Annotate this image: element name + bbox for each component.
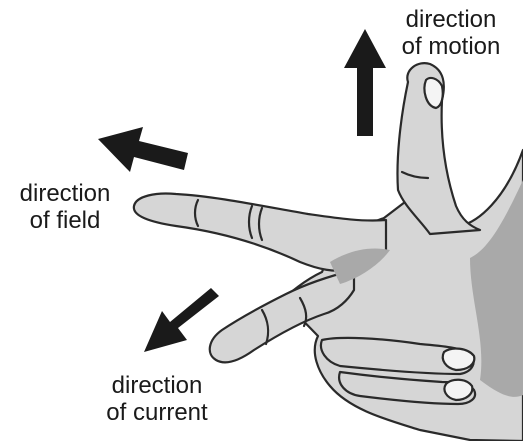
- current-arrow-icon: [144, 288, 219, 352]
- label-motion-line2: of motion: [386, 33, 516, 60]
- label-motion-line1: direction: [386, 6, 516, 33]
- motion-arrow-icon: [344, 29, 386, 136]
- label-direction-of-field: direction of field: [4, 180, 126, 234]
- field-arrow-icon: [98, 127, 188, 172]
- label-direction-of-current: direction of current: [92, 372, 222, 426]
- label-field-line2: of field: [4, 207, 126, 234]
- label-field-line1: direction: [4, 180, 126, 207]
- label-current-line2: of current: [92, 399, 222, 426]
- label-direction-of-motion: direction of motion: [386, 6, 516, 60]
- ring-nail: [443, 349, 475, 370]
- little-nail: [444, 380, 472, 400]
- label-current-line1: direction: [92, 372, 222, 399]
